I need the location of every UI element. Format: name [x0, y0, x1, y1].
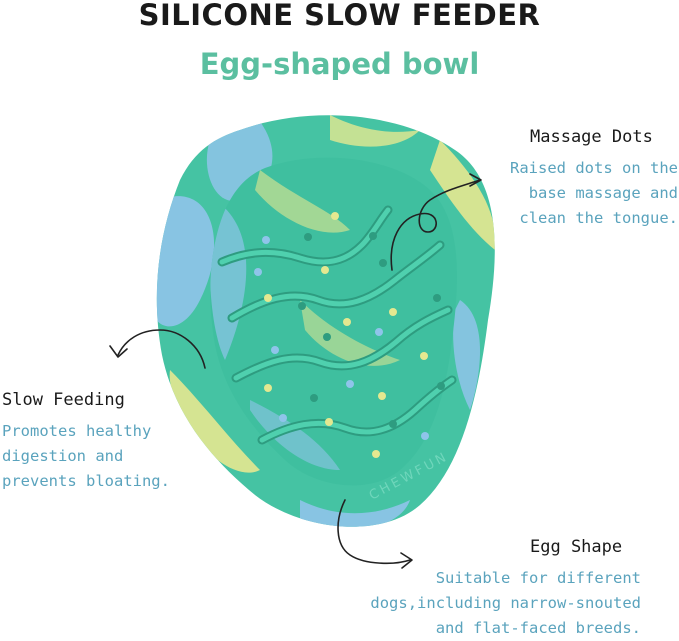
- feature-desc-line: Promotes healthy: [2, 422, 152, 440]
- feature-title-egg-shape: Egg Shape: [530, 537, 623, 557]
- feature-title-slow-feeding: Slow Feeding: [2, 390, 125, 410]
- feature-desc-line: prevents bloating.: [2, 472, 170, 490]
- feature-title-massage-dots: Massage Dots: [530, 127, 653, 147]
- feature-desc-line: digestion and: [2, 447, 124, 465]
- page-subtitle: Egg-shaped bowl: [199, 47, 480, 81]
- massage-dots-pattern: [254, 212, 445, 458]
- feature-desc-line: Raised dots on the: [510, 159, 678, 177]
- bowl-rim: [156, 115, 495, 527]
- wave-ridges: [217, 205, 457, 445]
- feature-desc-line: clean the tongue.: [519, 209, 678, 227]
- feature-desc-massage-dots: Raised dots on the base massage and clea…: [493, 156, 678, 231]
- feature-desc-line: dogs,including narrow-snouted: [370, 594, 641, 612]
- feature-desc-egg-shape: Suitable for different dogs,including na…: [350, 566, 641, 641]
- page-title: SILICONE SLOW FEEDER: [138, 0, 541, 32]
- feature-desc-line: Suitable for different: [435, 569, 641, 587]
- feature-desc-line: base massage and: [528, 184, 678, 202]
- feature-desc-slow-feeding: Promotes healthy digestion and prevents …: [2, 419, 170, 494]
- feature-desc-line: and flat-faced breeds.: [435, 619, 641, 637]
